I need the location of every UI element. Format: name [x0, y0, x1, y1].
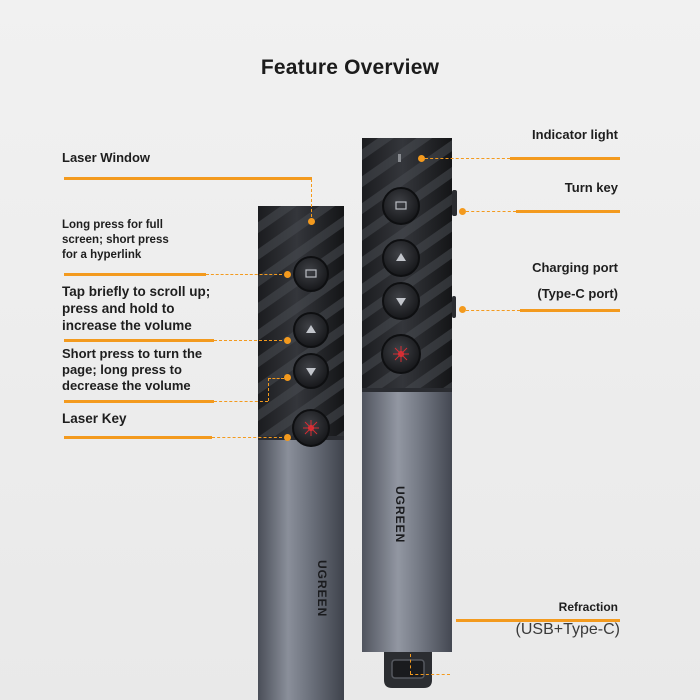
label-charging-port-type: (Type-C port) [537, 286, 618, 301]
right-button-down [382, 282, 420, 320]
label-refraction-type: (USB+Type-C) [515, 621, 620, 638]
right-button-laser [381, 334, 421, 374]
leader-scroll-up [64, 339, 214, 342]
left-brand-mark: UGREEN [315, 560, 329, 617]
right-brand-mark: UGREEN [393, 486, 407, 543]
label-charging-port: Charging port [532, 260, 618, 275]
marker-charging-port [459, 306, 466, 313]
leader-page-turn [64, 400, 214, 403]
right-button-up [382, 239, 420, 277]
label-laser-key: Laser Key [62, 411, 127, 426]
leader-laser-window [64, 177, 312, 180]
left-button-laser [292, 409, 330, 447]
leader-turn-key [516, 210, 620, 213]
label-long-press: Long press for full screen; short press … [62, 219, 169, 261]
leader-long-press [64, 273, 206, 276]
label-laser-window: Laser Window [62, 150, 151, 165]
marker-laser-window [308, 218, 315, 225]
left-button-screen [293, 256, 329, 292]
label-scroll-up: Tap briefly to scroll up; press and hold… [62, 284, 211, 333]
right-button-screen [382, 187, 420, 225]
left-presenter: UGREEN [258, 206, 344, 700]
leader-charging-port [520, 309, 620, 312]
marker-indicator-light [418, 155, 425, 162]
leader-refraction [456, 619, 620, 622]
right-presenter: UGREEN [362, 138, 457, 688]
marker-turn-key [459, 208, 466, 215]
leader-indicator-light [510, 157, 620, 160]
label-indicator-light: Indicator light [532, 127, 618, 142]
page-title: Feature Overview [260, 56, 440, 79]
label-page-turn: Short press to turn the page; long press… [62, 346, 203, 393]
left-button-down [293, 353, 329, 389]
label-refraction: Refraction [558, 600, 618, 614]
leader-laser-key [64, 436, 212, 439]
left-button-up [293, 312, 329, 348]
label-turn-key: Turn key [564, 180, 618, 195]
